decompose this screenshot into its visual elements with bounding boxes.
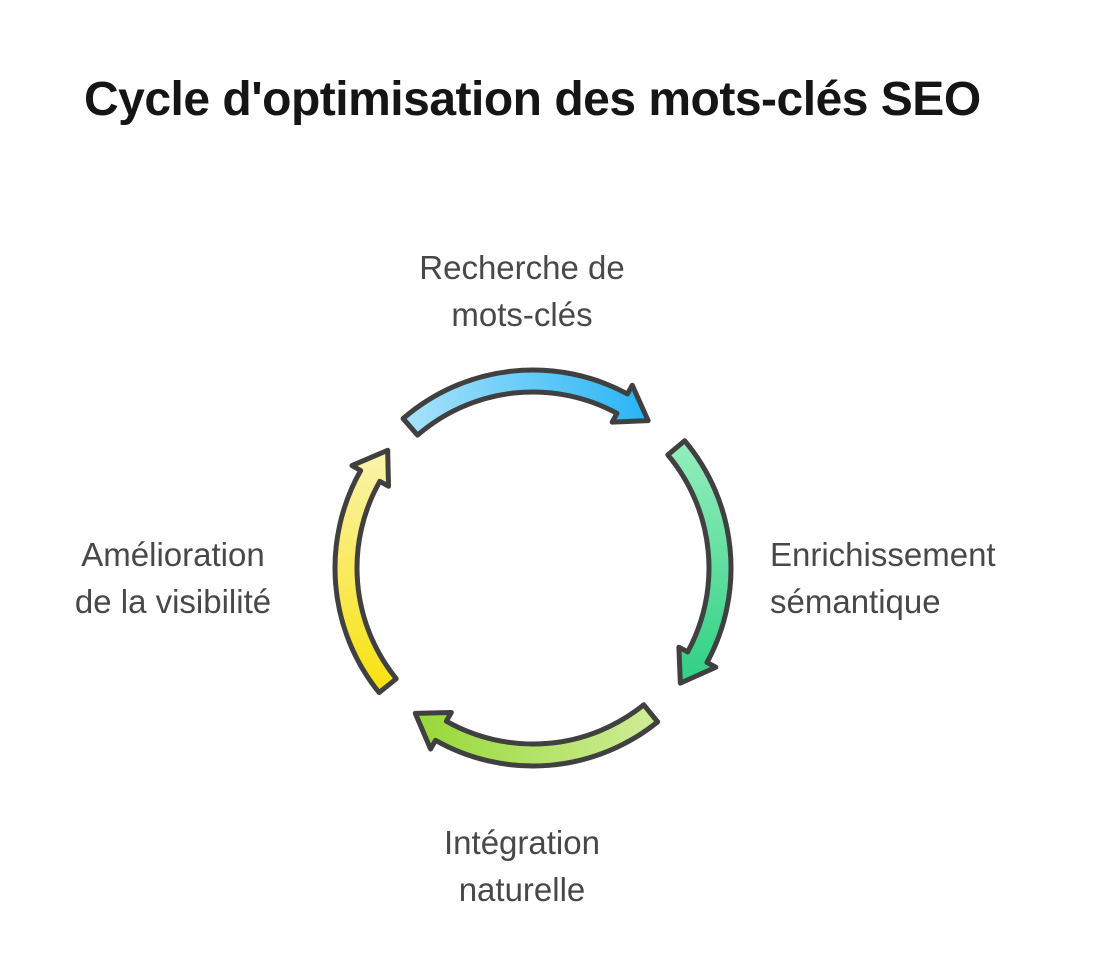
step-label-line: naturelle: [458, 871, 586, 908]
cycle-arrow-bottom-lime: [412, 702, 661, 769]
step-label-enrichissement: Enrichissement sémantique: [770, 531, 1090, 625]
cycle-arrow-top-blue: [400, 367, 651, 438]
step-label-line: Intégration: [444, 824, 600, 861]
step-label-line: Enrichissement: [770, 536, 996, 573]
step-label-line: Amélioration: [81, 536, 265, 573]
step-label-line: Recherche de: [419, 249, 625, 286]
step-label-line: sémantique: [770, 583, 941, 620]
cycle-arrow-right-green: [665, 438, 734, 686]
step-label-integration: Intégration naturelle: [322, 819, 722, 913]
step-label-amelioration: Amélioration de la visibilité: [13, 531, 333, 625]
step-label-line: de la visibilité: [74, 583, 272, 620]
diagram-title: Cycle d'optimisation des mots-clés SEO: [84, 73, 981, 126]
step-label-line: mots-clés: [451, 296, 593, 333]
step-label-recherche: Recherche de mots-clés: [322, 244, 722, 338]
cycle-arrow-left-yellow: [332, 447, 399, 696]
